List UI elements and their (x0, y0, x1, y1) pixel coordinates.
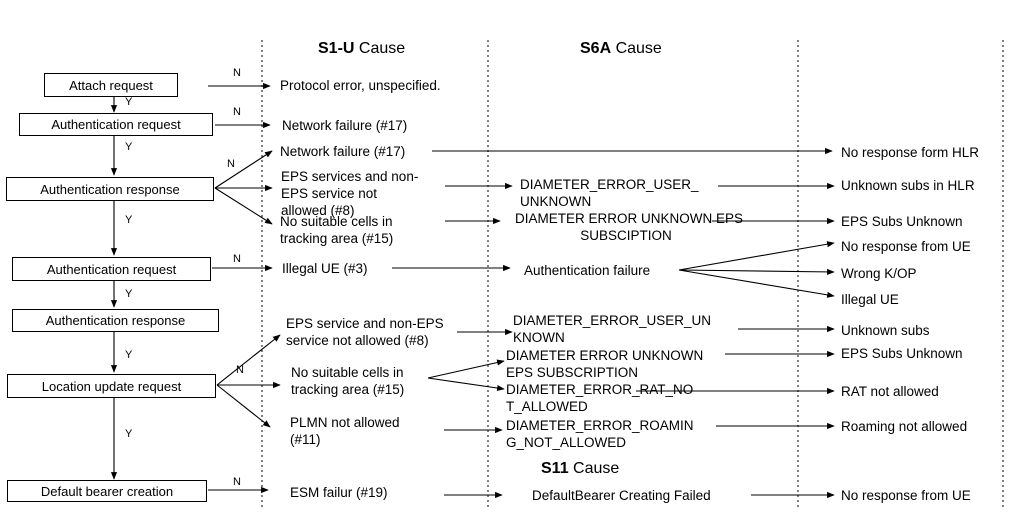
s1u-cause-header: S1-U Cause (318, 40, 406, 57)
attach-request-box: Attach request (44, 73, 178, 97)
yes-label: Y (125, 96, 133, 108)
s1u-cause-network-failure: Network failure (#17) (282, 118, 408, 133)
final-cause-eps-subs-unknown: EPS Subs Unknown (841, 214, 963, 229)
s6a-cause-header: S6A Cause (580, 40, 662, 57)
final-cause-no-response-hlr: No response form HLR (841, 145, 980, 160)
authentication-request-box: Authentication request (12, 257, 211, 281)
final-cause-roaming-not-allowed: Roaming not allowed (841, 419, 968, 434)
no-label: N (233, 67, 241, 79)
s1u-cause-plmn-not-allowed: PLMN not allowed(#11) (290, 415, 400, 447)
final-cause-wrong-kop: Wrong K/OP (841, 266, 917, 281)
default-bearer-creation-box: Default bearer creation (7, 480, 207, 502)
no-label: N (233, 106, 241, 118)
yes-label: Y (125, 349, 133, 361)
final-cause-rat-not-allowed: RAT not allowed (841, 384, 939, 399)
no-label: N (233, 476, 241, 488)
yes-label: Y (125, 288, 133, 300)
s6a-cause-user-unknown: DIAMETER_ERROR_USER_UNKNOWN (520, 177, 699, 209)
final-cause-illegal-ue: Illegal UE (841, 292, 899, 307)
no-label: N (233, 253, 241, 265)
final-cause-no-response-ue: No response from UE (841, 239, 971, 254)
final-cause-no-response-ue: No response from UE (841, 488, 971, 503)
final-cause-eps-subs-unknown: EPS Subs Unknown (841, 346, 963, 361)
s1u-cause-protocol-error: Protocol error, unspecified. (280, 78, 441, 93)
s6a-cause-authentication-failure: Authentication failure (524, 263, 651, 278)
lane-dividers (261, 40, 1004, 510)
location-update-request-box: Location update request (7, 374, 216, 398)
yes-label: Y (125, 428, 133, 440)
authentication-request-box: Authentication request (19, 113, 213, 136)
s11-cause-default-bearer-failed: DefaultBearer Creating Failed (532, 488, 711, 503)
no-label: N (227, 158, 235, 170)
authentication-response-box: Authentication response (6, 177, 214, 201)
s1u-cause-network-failure: Network failure (#17) (280, 144, 406, 159)
authentication-response-box: Authentication response (12, 309, 219, 332)
s1u-cause-illegal-ue: Illegal UE (#3) (282, 261, 368, 276)
s11-cause-header: S11 Cause (541, 460, 620, 477)
no-label: N (236, 364, 244, 376)
final-cause-unknown-subs-hlr: Unknown subs in HLR (841, 178, 975, 193)
yes-label: Y (125, 214, 133, 226)
final-cause-unknown-subs: Unknown subs (841, 323, 930, 338)
yes-label: Y (125, 141, 133, 153)
s1u-cause-esm-failure: ESM failur (#19) (290, 485, 388, 500)
